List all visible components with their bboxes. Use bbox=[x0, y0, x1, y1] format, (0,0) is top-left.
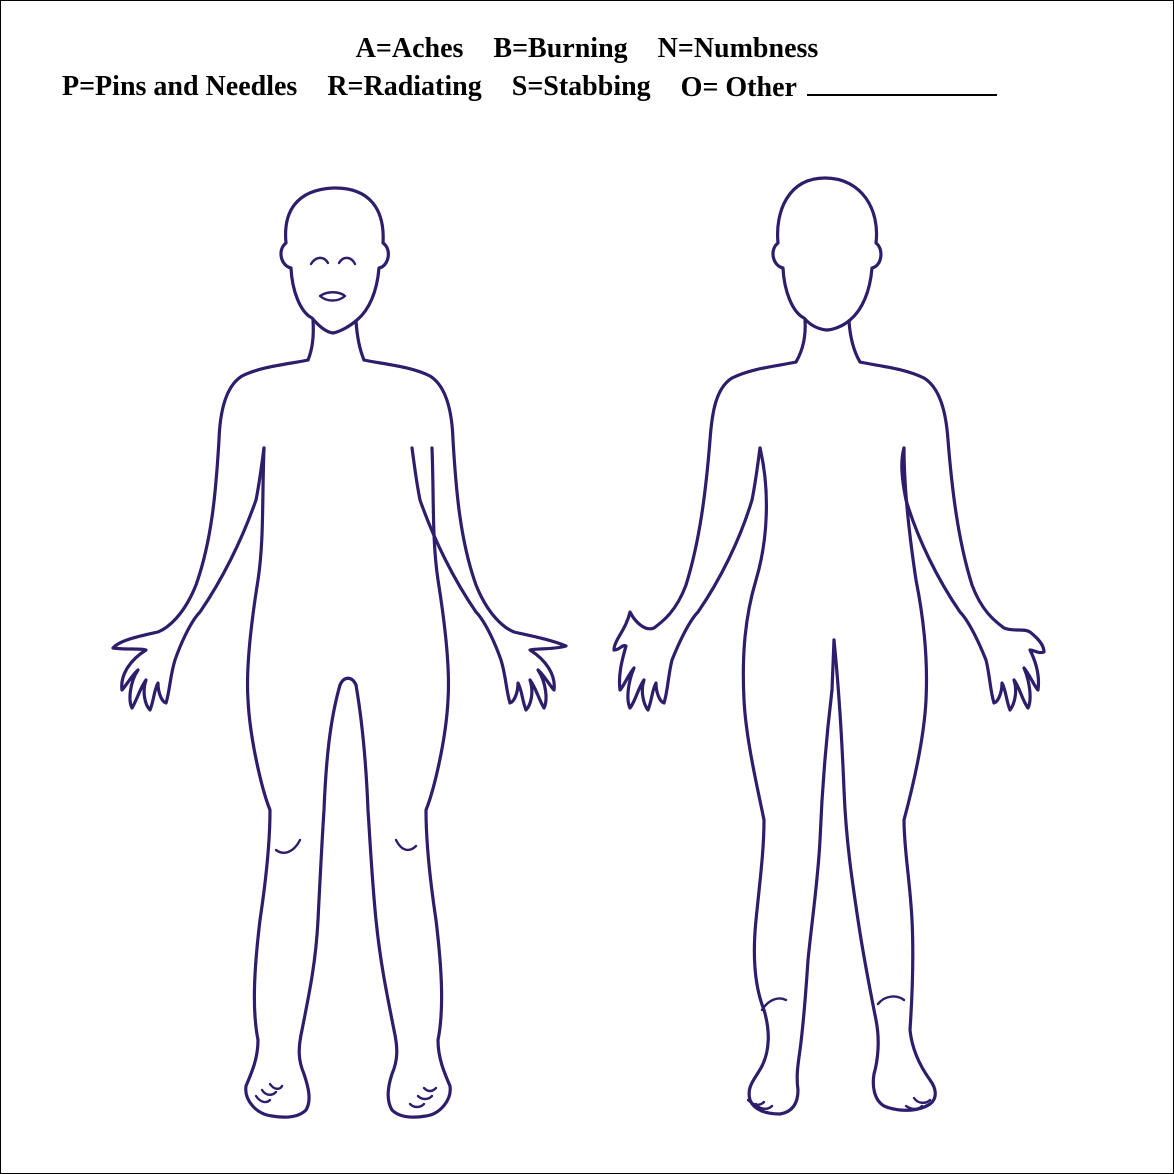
back-right-heel bbox=[878, 997, 904, 1004]
back-left-heel bbox=[762, 998, 786, 1010]
back-right-body-outline bbox=[860, 362, 1044, 710]
back-right-torso bbox=[834, 448, 935, 1110]
back-left-torso bbox=[743, 448, 832, 1114]
back-head-outline bbox=[773, 178, 881, 330]
back-left-body-outline bbox=[614, 362, 796, 710]
back-neck-right bbox=[849, 321, 860, 362]
back-neck-left bbox=[796, 320, 805, 362]
